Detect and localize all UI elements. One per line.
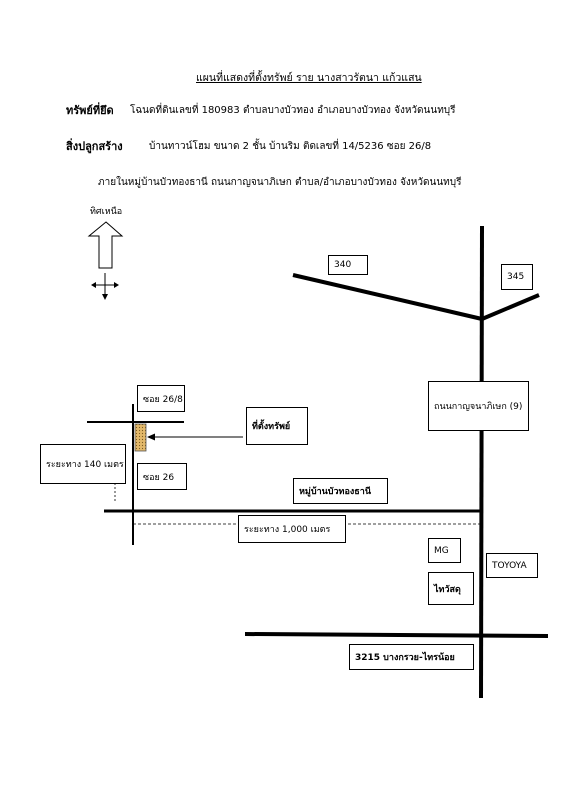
road-3215-line: [244, 632, 549, 638]
property-pointer-head: [147, 433, 155, 441]
compass-south-head: [102, 294, 108, 300]
north-arrow-icon: [87, 221, 124, 269]
distance-1000-box: ระยะทาง 1,000 เมตร: [238, 515, 346, 543]
kanchanaphisek-road-line: [479, 225, 484, 699]
map-title: แผนที่แสดงที่ตั้งทรัพย์ ราย นางสาวรัตนา …: [196, 72, 422, 84]
route-345-box: 345: [501, 264, 533, 290]
road-3215-box: 3215 บางกรวย-ไทรน้อย: [349, 644, 474, 670]
road-340-line: [292, 273, 483, 321]
soi-26-box: ซอย 26: [137, 463, 187, 490]
building-text: บ้านทาวน์โฮม ขนาด 2 ชั้น บ้านริม ติดเลขท…: [149, 141, 432, 152]
distance-140-box: ระยะทาง 140 เมตร: [40, 444, 126, 484]
compass-east-head: [114, 282, 119, 288]
asset-text: โฉนดที่ดินเลขที่ 180983 ตำบลบางบัวทอง อำ…: [130, 105, 456, 116]
kanchanaphisek-road-box: ถนนกาญจนาภิเษก (9): [428, 381, 529, 431]
asset-label: ทรัพย์ที่ยึด: [66, 104, 114, 117]
route-340-box: 340: [328, 255, 368, 275]
toyota-box: TOYOYA: [486, 553, 538, 578]
property-location-box: ที่ตั้งทรัพย์: [246, 407, 308, 445]
village-box: หมู่บ้านบัวทองธานี: [293, 478, 388, 504]
property-parcel: [134, 423, 147, 452]
road-345-line: [481, 293, 540, 321]
soi-26-8-box: ซอย 26/8: [137, 385, 185, 412]
north-label: ทิศเหนือ: [90, 207, 123, 217]
mg-box: MG: [428, 538, 461, 563]
building-label: สิ่งปลูกสร้าง: [66, 140, 123, 153]
location-text: ภายในหมู่บ้านบัวทองธานี ถนนกาญจนาภิเษก ต…: [98, 177, 462, 188]
compass-west-head: [91, 282, 96, 288]
thai-watsadu-box: ไทวัสดุ: [428, 572, 474, 605]
